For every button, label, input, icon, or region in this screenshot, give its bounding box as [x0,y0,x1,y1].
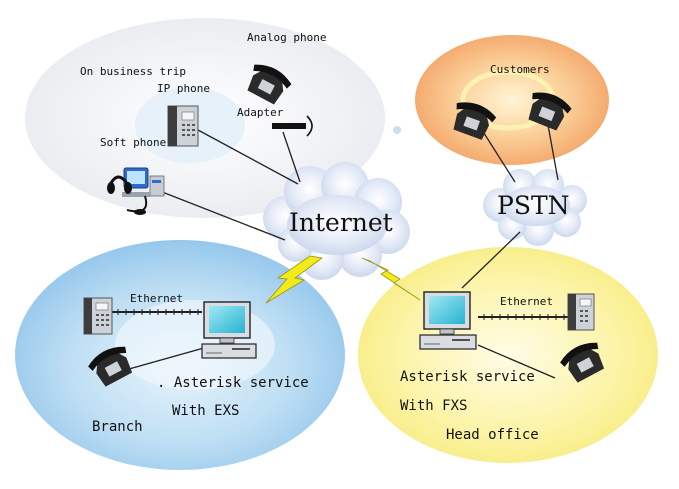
head-ip-phone-icon [567,293,595,331]
branch-ip-phone-icon [83,297,113,335]
analog-phone-label: Analog phone [247,31,327,44]
customers-zone [415,35,609,165]
head-name-label: Head office [446,427,539,443]
business-trip-label: On business trip [80,65,186,78]
adapter-icon [272,115,313,137]
ethernet-bus-branch [112,309,202,315]
branch-with-label: With EXS [172,403,240,419]
internet-cloud [263,162,410,280]
decor-dot [393,126,401,134]
head-asterisk-label: Asterisk service [400,369,535,385]
adapter-label: Adapter [237,106,284,119]
ethernet-head-label: Ethernet [500,295,553,308]
lightning-bolt-head [361,257,421,301]
customer-phone-icon [528,92,572,131]
branch-asterisk-server-icon [201,301,257,359]
analog-phone-icon [247,64,292,105]
head-with-label: With FXS [400,398,468,414]
ip-phone-icon [167,105,199,147]
lightning-bolt-branch [265,255,323,304]
head-analog-phone-icon [560,342,605,383]
branch-asterisk-label: . Asterisk service [157,375,309,391]
customer-phone-icon [453,102,497,140]
ethernet-branch-label: Ethernet [130,292,183,305]
internet-label: Internet [289,208,393,237]
ethernet-bus-head [478,314,568,320]
pstn-label: PSTN [497,191,570,220]
branch-analog-phone-icon [88,346,133,387]
soft-phone-computer-icon [107,167,165,215]
branch-name-label: Branch [92,419,143,435]
ip-phone-label: IP phone [157,82,210,95]
soft-phone-label: Soft phone [100,136,167,149]
customers-label: Customers [490,63,550,76]
head-asterisk-server-icon [419,291,477,350]
